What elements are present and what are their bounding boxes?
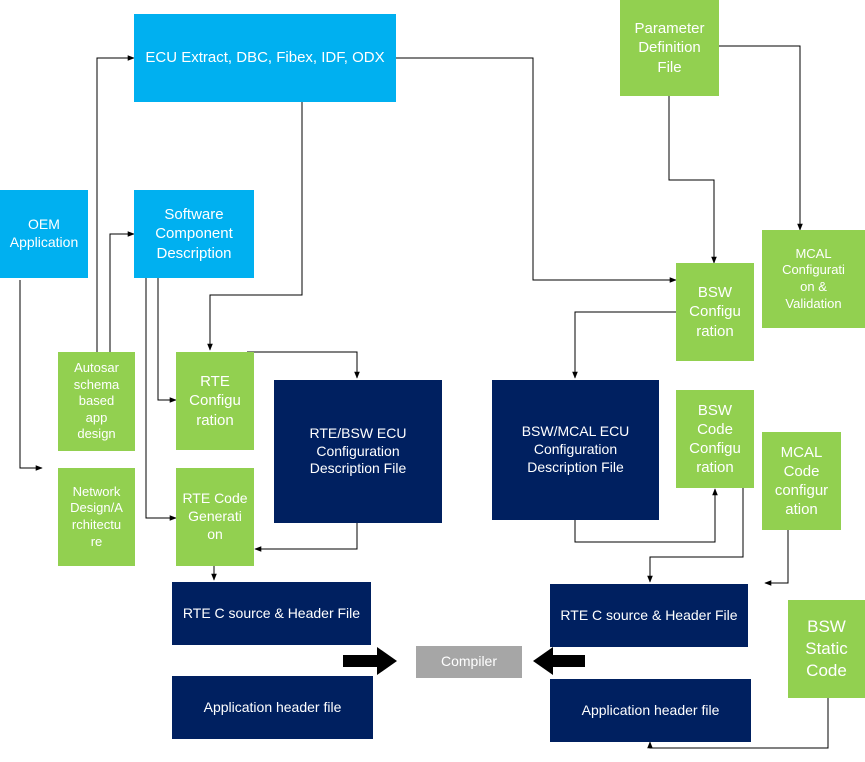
connector-bsw-static-to-app-header-right: [647, 698, 829, 749]
rte-c-source-header-right-label: RTE C source & Header File: [560, 606, 738, 623]
application-header-right-label: Application header file: [581, 701, 720, 718]
connector-mcal-code-config-to-rte-csource-right: [764, 530, 789, 586]
oem-application-box: OEM Application: [0, 190, 88, 278]
rte-c-source-header-right-box: RTE C source & Header File: [550, 584, 748, 647]
software-component-description-box: Software Component Description: [134, 190, 254, 278]
connector-rte-config-to-rte-bsw-file: [247, 351, 360, 379]
connector-ecu-extract-to-bsw-config: [396, 57, 677, 283]
network-design-architecture-box: Network Design/A rchitectu re: [58, 468, 135, 566]
application-header-left-label: Application header file: [203, 698, 342, 715]
rte-bsw-ecu-config-description-file-label: RTE/BSW ECU Configuration Description Fi…: [309, 424, 407, 477]
rte-c-source-header-left-box: RTE C source & Header File: [172, 582, 371, 645]
bsw-static-code-box: BSW Static Code: [788, 600, 865, 698]
mcal-code-configuration-label: MCAL Code configur ation: [774, 443, 829, 519]
connector-rte-bsw-file-to-rte-codegen: [254, 523, 358, 552]
bsw-mcal-ecu-config-description-file-label: BSW/MCAL ECU Configuration Description F…: [521, 423, 630, 475]
rte-code-generation-label: RTE Code Generati on: [182, 490, 248, 542]
rte-configuration-label: RTE Configu ration: [189, 373, 241, 429]
rte-configuration-box: RTE Configu ration: [176, 352, 254, 450]
connector-ecu-extract-to-rte-config: [207, 102, 303, 351]
bsw-configuration-label: BSW Configu ration: [689, 284, 741, 340]
rte-code-generation-box: RTE Code Generati on: [176, 468, 254, 566]
thick-arrow-left-to-compiler-icon: [343, 647, 397, 675]
connector-param-def-to-bsw-config: [668, 96, 717, 264]
connector-oem-to-network-design: [19, 280, 43, 471]
connector-bsw-config-to-bsw-mcal-file: [572, 311, 676, 379]
ecu-extract-label: ECU Extract, DBC, Fibex, IDF, ODX: [145, 49, 385, 67]
application-header-left-box: Application header file: [172, 676, 373, 739]
bsw-code-configuration-box: BSW Code Configu ration: [676, 390, 754, 488]
bsw-configuration-box: BSW Configu ration: [676, 263, 754, 361]
oem-application-label: OEM Application: [9, 216, 79, 250]
autosar-schema-app-design-label: Autosar schema based app design: [73, 359, 120, 442]
bsw-code-configuration-label: BSW Code Configu ration: [689, 401, 741, 477]
connector-autosar-to-ecu-extract: [96, 55, 135, 352]
bsw-mcal-ecu-config-description-file-box: BSW/MCAL ECU Configuration Description F…: [492, 380, 659, 520]
compiler-label: Compiler: [440, 653, 497, 670]
bsw-static-code-label: BSW Static Code: [805, 617, 848, 680]
rte-c-source-header-left-label: RTE C source & Header File: [182, 604, 361, 621]
mcal-code-configuration-box: MCAL Code configur ation: [762, 432, 841, 530]
application-header-right-box: Application header file: [550, 679, 751, 742]
parameter-definition-file-label: Parameter Definition File: [634, 20, 705, 76]
connector-autosar-to-swc-description: [109, 231, 135, 352]
connector-swc-to-rte-config: [157, 278, 177, 403]
autosar-schema-app-design-box: Autosar schema based app design: [58, 352, 135, 451]
connector-bsw-mcal-file-to-bsw-code-config: [574, 488, 718, 543]
connector-param-def-to-mcal-validation: [719, 45, 803, 231]
mcal-configuration-validation-label: MCAL Configurati on & Validation: [782, 245, 845, 311]
software-component-description-label: Software Component Description: [155, 206, 233, 262]
thick-arrow-right-to-compiler-icon: [533, 647, 585, 675]
parameter-definition-file-box: Parameter Definition File: [620, 0, 719, 96]
compiler-box: Compiler: [416, 646, 522, 678]
network-design-architecture-label: Network Design/A rchitectu re: [70, 483, 123, 549]
connector-bsw-code-config-to-rte-csource-right: [647, 488, 744, 583]
ecu-extract-box: ECU Extract, DBC, Fibex, IDF, ODX: [134, 14, 396, 102]
mcal-configuration-validation-box: MCAL Configurati on & Validation: [762, 230, 865, 328]
connector-swc-to-rte-codegen: [145, 278, 177, 521]
rte-bsw-ecu-config-description-file-box: RTE/BSW ECU Configuration Description Fi…: [274, 380, 442, 523]
